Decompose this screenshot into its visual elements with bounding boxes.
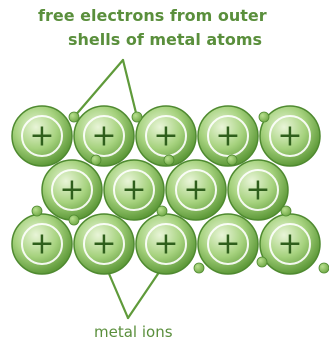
ion-plus-sign: + bbox=[153, 119, 178, 154]
metal-ion: + bbox=[73, 213, 135, 275]
electron-layer bbox=[31, 111, 329, 274]
metal-ion: + bbox=[197, 213, 259, 275]
metal-ion: + bbox=[259, 105, 321, 167]
free-electron bbox=[258, 111, 270, 123]
ion-inner-ring bbox=[113, 169, 155, 211]
ion-sphere bbox=[11, 105, 73, 167]
ion-inner-ring bbox=[145, 223, 187, 265]
metal-ion: + bbox=[41, 159, 103, 221]
ion-plus-sign: + bbox=[91, 227, 116, 262]
ion-inner-ring bbox=[269, 223, 311, 265]
metal-ion: + bbox=[11, 213, 73, 275]
metal-ion: + bbox=[103, 159, 165, 221]
metal-ions-label: metal ions bbox=[94, 323, 173, 341]
ion-inner-ring bbox=[21, 115, 63, 157]
free-electrons-label-line-2: shells of metal atoms bbox=[68, 30, 263, 49]
electron-pointer-line bbox=[121, 58, 139, 119]
free-electrons-label-line-1: free electrons from outer bbox=[38, 6, 267, 25]
free-electron bbox=[68, 111, 80, 123]
ion-sphere bbox=[227, 159, 289, 221]
free-electron bbox=[256, 256, 268, 268]
free-electron bbox=[131, 111, 143, 123]
ion-plus-sign: + bbox=[277, 227, 302, 262]
free-electron bbox=[280, 205, 292, 217]
ion-inner-ring bbox=[51, 169, 93, 211]
metal-ion: + bbox=[165, 159, 227, 221]
ion-plus-sign: + bbox=[183, 173, 208, 208]
ion-inner-ring bbox=[237, 169, 279, 211]
ion-plus-sign: + bbox=[29, 227, 54, 262]
metal-ion: + bbox=[197, 105, 259, 167]
ion-sphere bbox=[135, 105, 197, 167]
ion-sphere bbox=[103, 159, 165, 221]
free-electron bbox=[90, 154, 102, 166]
ion-inner-ring bbox=[21, 223, 63, 265]
ion-plus-sign: + bbox=[153, 227, 178, 262]
ion-sphere bbox=[197, 105, 259, 167]
free-electron bbox=[68, 214, 80, 226]
free-electron bbox=[226, 154, 238, 166]
ion-plus-sign: + bbox=[59, 173, 84, 208]
ion-sphere bbox=[165, 159, 227, 221]
metal-ion: + bbox=[11, 105, 73, 167]
metal-ion: + bbox=[259, 213, 321, 275]
ion-layer: ++++++++++++++ bbox=[11, 105, 321, 275]
ion-plus-sign: + bbox=[215, 227, 240, 262]
metal-ion: + bbox=[135, 213, 197, 275]
free-electron bbox=[31, 205, 43, 217]
metal-ion: + bbox=[135, 105, 197, 167]
metal-ion: + bbox=[227, 159, 289, 221]
free-electron bbox=[318, 262, 329, 274]
free-electron bbox=[163, 154, 175, 166]
ion-plus-sign: + bbox=[29, 119, 54, 154]
ion-inner-ring bbox=[207, 223, 249, 265]
ion-inner-ring bbox=[269, 115, 311, 157]
free-electron bbox=[156, 205, 168, 217]
ion-inner-ring bbox=[175, 169, 217, 211]
ion-inner-ring bbox=[83, 115, 125, 157]
ion-plus-sign: + bbox=[121, 173, 146, 208]
ion-plus-sign: + bbox=[245, 173, 270, 208]
ion-plus-sign: + bbox=[91, 119, 116, 154]
ion-inner-ring bbox=[83, 223, 125, 265]
ion-plus-sign: + bbox=[215, 119, 240, 154]
ion-plus-sign: + bbox=[277, 119, 302, 154]
ion-inner-ring bbox=[207, 115, 249, 157]
ion-sphere bbox=[197, 213, 259, 275]
ion-sphere bbox=[73, 213, 135, 275]
ion-sphere bbox=[259, 105, 321, 167]
metal-ion: + bbox=[73, 105, 135, 167]
ion-sphere bbox=[73, 105, 135, 167]
free-electron bbox=[193, 262, 205, 274]
electron-pointer-line bbox=[72, 58, 125, 119]
ion-sphere bbox=[11, 213, 73, 275]
